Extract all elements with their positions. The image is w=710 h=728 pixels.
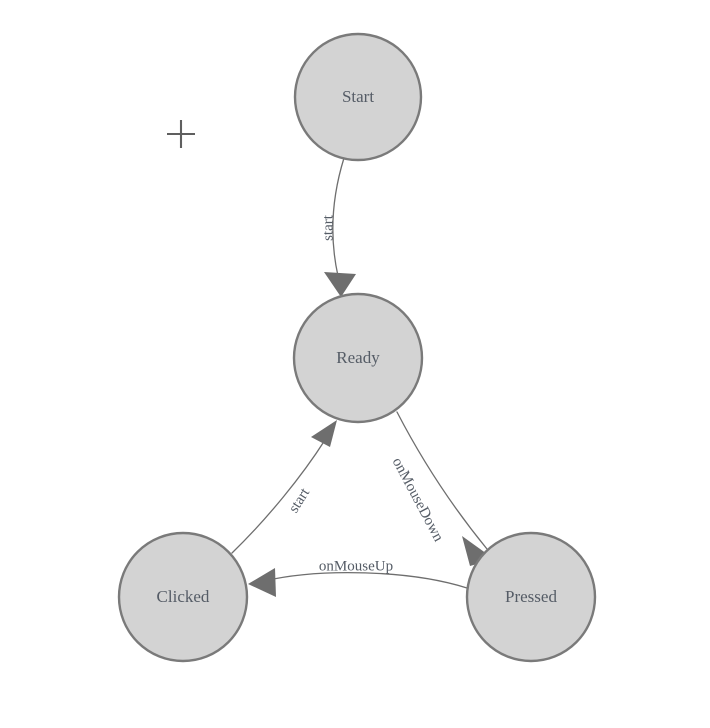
node-circle-start[interactable]	[293, 32, 423, 162]
arrowhead-into-ready-top	[324, 272, 356, 297]
node-start[interactable]: Start	[293, 32, 423, 162]
node-ready[interactable]: Ready	[292, 292, 424, 424]
edge-path-pressed-to-clicked[interactable]	[263, 572, 468, 589]
node-label-start: Start	[342, 87, 374, 106]
edge-clicked-to-ready[interactable]	[231, 420, 337, 554]
node-label-ready: Ready	[336, 348, 380, 367]
edge-pressed-to-clicked[interactable]	[248, 568, 468, 597]
edge-label-pressed-to-clicked: onMouseUp	[319, 558, 393, 574]
arrowhead-into-clicked	[248, 568, 276, 597]
edge-label-start-to-ready: start	[320, 214, 336, 241]
node-pressed[interactable]: Pressed	[465, 531, 597, 663]
edge-path-clicked-to-ready[interactable]	[231, 439, 326, 554]
edge-start-to-ready[interactable]	[324, 157, 356, 297]
node-label-pressed: Pressed	[505, 587, 557, 606]
node-circle-pressed[interactable]	[465, 531, 597, 663]
node-label-clicked: Clicked	[157, 587, 210, 606]
edge-label-ready-to-pressed: onMouseDown	[389, 455, 447, 545]
node-circle-ready[interactable]	[292, 292, 424, 424]
edge-path-ready-to-pressed[interactable]	[396, 411, 488, 550]
edge-path-start-to-ready[interactable]	[332, 157, 345, 277]
crosshair-icon[interactable]	[167, 120, 195, 148]
arrowhead-into-ready-bottomleft	[311, 420, 337, 447]
node-circle-clicked[interactable]	[117, 531, 249, 663]
node-clicked[interactable]: Clicked	[117, 531, 249, 663]
